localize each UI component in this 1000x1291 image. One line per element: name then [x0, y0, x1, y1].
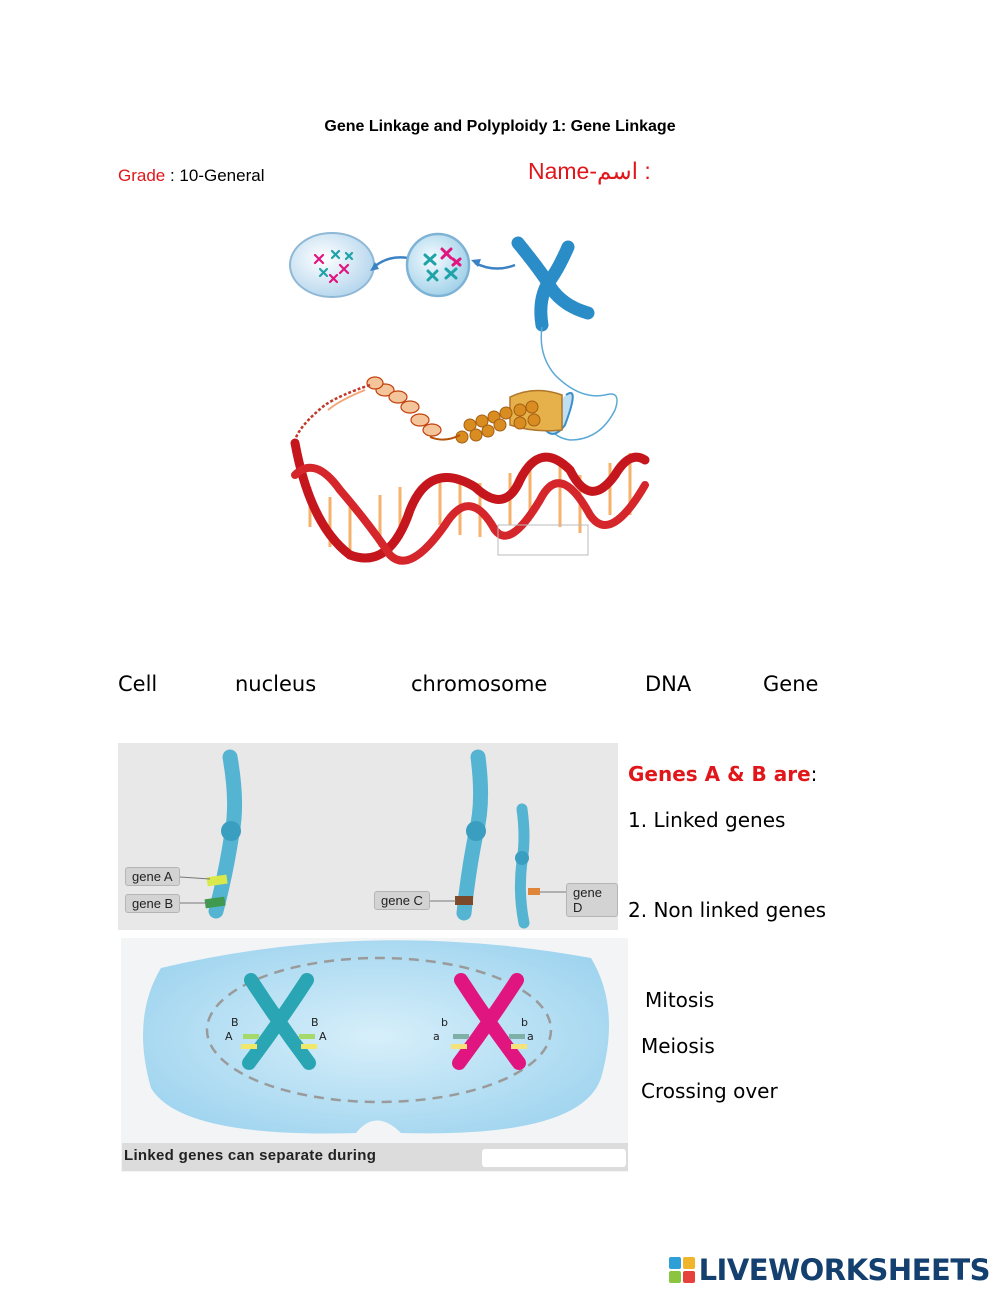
allele-label: B [231, 1016, 239, 1029]
cell-division-diagram: B A B A b a b a [143, 940, 609, 1134]
dna-to-cell-illustration [289, 232, 650, 565]
option-meiosis[interactable]: Meiosis [641, 1034, 715, 1058]
gene-linkage-panel: gene A gene B gene C gene D [118, 743, 618, 930]
allele-label: A [225, 1030, 233, 1043]
caption-text: Linked genes can separate during [124, 1147, 377, 1164]
grade-label: Grade [118, 166, 166, 185]
gene-b-label: gene B [125, 894, 181, 913]
chromosome-diagrams [179, 749, 566, 929]
crossing-over-caption: Linked genes can separate during [122, 1143, 628, 1171]
option-linked-genes[interactable]: 1. Linked genes [628, 808, 786, 832]
gene-c-label: gene C [374, 891, 430, 910]
word-bank-item[interactable]: Cell [118, 672, 158, 696]
grade-line: Grade : 10-General [118, 166, 264, 186]
option-crossing-over[interactable]: Crossing over [641, 1079, 778, 1103]
chromatin-fiber-icon [455, 389, 574, 444]
chromosome-icon [511, 236, 618, 441]
word-bank-item[interactable]: nucleus [235, 672, 317, 696]
option-non-linked-genes[interactable]: 2. Non linked genes [628, 898, 827, 922]
page-title: Gene Linkage and Polyploidy 1: Gene Link… [324, 118, 676, 135]
grade-value: : 10-General [165, 166, 265, 185]
nucleosome-icon [366, 376, 461, 441]
word-bank-item[interactable]: DNA [645, 672, 692, 696]
word-bank-item[interactable]: Gene [763, 672, 819, 696]
allele-label: a [527, 1030, 534, 1043]
logo-text: LIVEWORKSHEETS [698, 1253, 991, 1287]
option-mitosis[interactable]: Mitosis [645, 988, 715, 1012]
dna-double-helix-icon [290, 438, 650, 565]
allele-label: a [433, 1030, 440, 1043]
allele-label: b [441, 1016, 448, 1029]
word-bank-item[interactable]: chromosome [411, 672, 548, 696]
allele-label: A [319, 1030, 327, 1043]
name-label: Name-اسم : [528, 158, 651, 184]
cell-icon [289, 232, 375, 298]
liveworksheets-logo: L I V E LIVEWORKSHEETS [668, 1252, 991, 1288]
logo-mark-icon: L I V E [668, 1257, 695, 1283]
nucleus-icon [405, 232, 471, 298]
crossing-over-panel: B A B A b a b a [121, 938, 628, 1172]
caption-answer-blank[interactable] [482, 1149, 626, 1167]
genes-question-heading: Genes A & B are: [628, 762, 818, 786]
gene-a-label: gene A [125, 867, 180, 886]
gene-d-label: gene D [566, 883, 618, 917]
allele-label: B [311, 1016, 319, 1029]
allele-label: b [521, 1016, 528, 1029]
